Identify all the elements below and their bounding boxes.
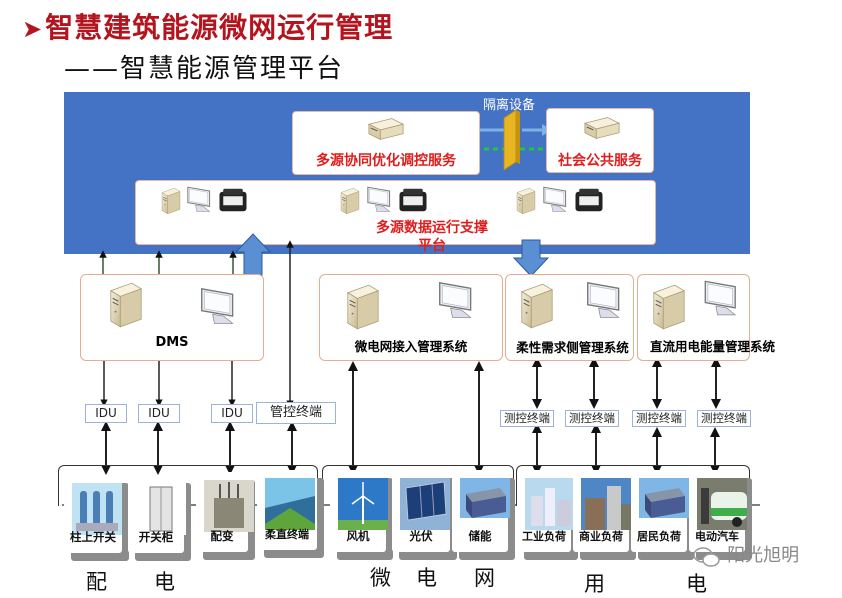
switchgear-icon xyxy=(136,483,186,535)
commercial-load-icon xyxy=(581,478,631,530)
dc-energy-system-box[interactable]: 直流用电能量管理系统 xyxy=(637,274,775,361)
idu-terminal[interactable]: IDU xyxy=(211,404,253,423)
device-card-storage[interactable]: 储能 xyxy=(452,470,510,552)
device-card-electric-vehicle[interactable]: 电动汽车 xyxy=(689,470,747,552)
device-label: 柱上开关 xyxy=(70,530,116,544)
group-label-consumption: 电 xyxy=(686,572,707,596)
monitor-icon xyxy=(700,279,744,319)
server-icon xyxy=(344,283,382,331)
battery-storage-icon xyxy=(460,478,510,518)
measure-control-terminal[interactable]: 测控终端 xyxy=(500,410,554,427)
main-title-text: 智慧建筑能源微网运行管理 xyxy=(45,11,394,44)
microgrid-group-bracket xyxy=(322,465,514,506)
monitor-icon xyxy=(196,287,242,327)
big-down-arrow-icon xyxy=(512,239,550,277)
isolation-device xyxy=(480,109,552,171)
subtitle: ——智慧能源管理平台 xyxy=(64,54,345,84)
device-label: 工业负荷 xyxy=(522,530,566,543)
coordination-service-label: 多源协同优化调控服务 xyxy=(316,153,456,169)
group-label-distribution: 配 xyxy=(86,570,107,594)
wechat-icon xyxy=(693,546,720,567)
flexible-dc-terminal-icon xyxy=(265,478,315,530)
watermark: 阳光旭明 xyxy=(692,541,799,569)
device-label: 开关柜 xyxy=(138,530,174,544)
group-label-microgrid: 电 xyxy=(416,566,437,590)
measure-control-terminal[interactable]: 测控终端 xyxy=(697,410,751,427)
device-card-transformer[interactable]: 配变 xyxy=(196,472,254,552)
coordination-service-box[interactable]: 多源协同优化调控服务 xyxy=(292,111,480,175)
device-label: 风机 xyxy=(346,529,370,543)
group-label-consumption: 用 xyxy=(584,572,605,596)
control-terminal[interactable]: 管控终端 xyxy=(256,402,336,424)
group-label-distribution: 电 xyxy=(154,570,175,594)
main-title: ➤智慧建筑能源微网运行管理 xyxy=(22,6,393,46)
device-card-industrial-load[interactable]: 工业负荷 xyxy=(517,470,575,552)
server-icon xyxy=(107,281,145,329)
electric-vehicle-icon xyxy=(697,478,747,530)
public-service-box[interactable]: 社会公共服务 xyxy=(546,108,654,173)
isolation-device-label: 隔离设备 xyxy=(483,98,536,113)
public-service-text: 社会公共服务 xyxy=(558,153,642,169)
monitor-icon xyxy=(434,281,480,321)
dc-energy-system-label: 直流用电能量管理系统 xyxy=(650,339,776,354)
transformer-icon xyxy=(204,480,254,532)
device-label: 光伏 xyxy=(409,529,433,543)
server-icon xyxy=(518,281,556,331)
microgrid-system-box[interactable]: 微电网接入管理系统 xyxy=(319,274,503,361)
big-up-arrow-icon xyxy=(234,233,272,276)
device-label: 储能 xyxy=(468,529,492,543)
measure-control-terminal[interactable]: 测控终端 xyxy=(565,410,619,427)
group-label-microgrid: 网 xyxy=(474,566,495,590)
microgrid-system-label: 微电网接入管理系统 xyxy=(354,339,468,354)
device-label: 柔直终端 xyxy=(265,528,309,541)
support-platform-label: 多源数据运行支撑平台 xyxy=(376,220,488,254)
residential-load-icon xyxy=(639,478,689,518)
distribution-group-bracket xyxy=(58,465,318,506)
group-label-microgrid: 微 xyxy=(370,566,391,590)
device-card-solar[interactable]: 光伏 xyxy=(392,470,450,552)
dms-label: DMS xyxy=(155,335,189,350)
device-label: 配变 xyxy=(210,529,234,543)
measure-control-terminal[interactable]: 测控终端 xyxy=(632,410,686,427)
pole-switch-icon xyxy=(72,483,122,535)
device-card-commercial-load[interactable]: 商业负荷 xyxy=(573,470,631,552)
device-label: 居民负荷 xyxy=(637,530,681,543)
dms-system-box[interactable]: DMS xyxy=(80,274,264,361)
demand-side-system-box[interactable]: 柔性需求侧管理系统 xyxy=(505,274,634,361)
demand-side-system-label: 柔性需求侧管理系统 xyxy=(516,340,629,355)
solar-panel-icon xyxy=(400,478,450,530)
consumption-group-bracket xyxy=(516,465,750,506)
watermark-text: 阳光旭明 xyxy=(727,545,800,566)
device-card-pole-switch[interactable]: 柱上开关 xyxy=(64,475,122,553)
device-label: 商业负荷 xyxy=(579,530,623,543)
idu-terminal[interactable]: IDU xyxy=(138,404,180,423)
triangle-right-icon: ➤ xyxy=(22,15,44,43)
server-icon xyxy=(650,283,688,331)
public-service-label: 社会公共服务 xyxy=(547,150,653,170)
device-label: 电动汽车 xyxy=(695,530,739,543)
device-card-wind-turbine[interactable]: 风机 xyxy=(330,470,388,552)
wind-turbine-icon xyxy=(338,478,388,530)
idu-terminal[interactable]: IDU xyxy=(85,404,127,423)
monitor-icon xyxy=(582,281,628,321)
industrial-load-icon xyxy=(525,478,575,530)
device-card-residential-load[interactable]: 居民负荷 xyxy=(631,470,689,552)
device-card-flexible-dc-terminal[interactable]: 柔直终端 xyxy=(257,470,317,550)
device-card-switchgear[interactable]: 开关柜 xyxy=(128,475,186,553)
firewall-side xyxy=(516,110,520,164)
support-platform-box[interactable]: 多源数据运行支撑平台 xyxy=(135,180,656,254)
